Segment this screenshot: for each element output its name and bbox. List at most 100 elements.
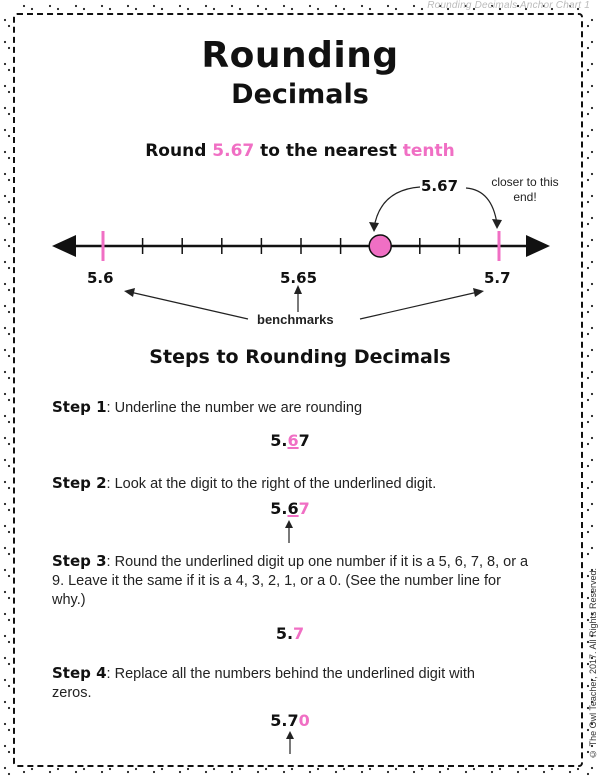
border-dot — [524, 7, 528, 11]
border-dot — [590, 238, 594, 242]
border-dot — [7, 530, 11, 534]
border-dot — [420, 767, 424, 771]
border-dot — [7, 640, 11, 644]
border-dot — [590, 150, 594, 154]
right-arrowhead — [526, 235, 550, 257]
page-title-line1: Rounding — [201, 35, 399, 76]
border-dot — [342, 767, 346, 771]
number-line-ticks — [141, 238, 461, 254]
border-dot — [30, 767, 34, 771]
border-dot — [586, 288, 590, 292]
border-dot — [3, 722, 7, 726]
border-dot — [238, 7, 242, 11]
border-dot — [368, 767, 372, 771]
value-point — [368, 234, 392, 258]
step-2-num-underlined: 6 — [287, 499, 299, 518]
border-dot — [586, 332, 590, 336]
border-dot — [590, 722, 594, 726]
border-dot — [524, 767, 528, 771]
border-dot — [464, 4, 468, 8]
border-dot — [7, 508, 11, 512]
step-4-label: Step 4 — [52, 664, 107, 682]
step-1-num-rest: 7 — [298, 431, 310, 450]
border-dot — [586, 222, 590, 226]
border-dot — [550, 7, 554, 11]
border-dot — [108, 7, 112, 11]
benchmark-label-left: 5.6 — [87, 269, 114, 287]
border-dot — [3, 480, 7, 484]
border-dot — [590, 766, 594, 770]
border-dot — [586, 46, 590, 50]
border-dot — [3, 238, 7, 242]
border-dot — [586, 486, 590, 490]
step-2-num-whole: 5. — [270, 499, 288, 518]
border-dot — [48, 4, 52, 8]
border-dot — [7, 706, 11, 710]
border-dot — [3, 458, 7, 462]
benchmarks-label: benchmarks — [257, 312, 334, 327]
corner-note: Rounding Decimals Anchor Chart 1 — [427, 0, 590, 11]
border-dot — [334, 4, 338, 8]
border-dot — [550, 767, 554, 771]
border-dot — [342, 7, 346, 11]
border-dot — [586, 772, 590, 776]
border-dot — [472, 7, 476, 11]
border-dot — [264, 7, 268, 11]
border-dot — [48, 770, 52, 774]
border-dot — [3, 414, 7, 418]
border-dot — [7, 46, 11, 50]
border-dot — [3, 392, 7, 396]
border-dot — [3, 502, 7, 506]
border-dot — [308, 4, 312, 8]
step-1: Step 1: Underline the number we are roun… — [52, 398, 562, 418]
border-dot — [590, 436, 594, 440]
border-dot — [586, 574, 590, 578]
step-3-number: 5.7 — [0, 624, 580, 643]
border-dot — [590, 744, 594, 748]
border-dot — [498, 767, 502, 771]
midpoint-label: 5.65 — [280, 269, 318, 287]
border-dot — [290, 767, 294, 771]
border-dot — [7, 310, 11, 314]
subtitle-number: 5.67 — [212, 141, 255, 161]
border-dot — [586, 728, 590, 732]
border-dot — [7, 552, 11, 556]
border-dot — [590, 546, 594, 550]
border-dot — [82, 767, 86, 771]
border-dot — [590, 40, 594, 44]
border-dot — [3, 678, 7, 682]
border-dot — [586, 508, 590, 512]
border-dot — [586, 552, 590, 556]
border-dot — [386, 4, 390, 8]
border-dot — [256, 4, 260, 8]
border-dot — [586, 244, 590, 248]
border-dot — [7, 288, 11, 292]
border-dot — [3, 172, 7, 176]
border-dot — [516, 4, 520, 8]
border-dot — [586, 90, 590, 94]
border-dot — [7, 156, 11, 160]
border-dot — [282, 770, 286, 774]
border-dot — [586, 640, 590, 644]
border-dot — [586, 662, 590, 666]
border-dot — [56, 767, 60, 771]
border-dot — [3, 326, 7, 330]
step-4-text: : Replace all the numbers behind the und… — [52, 666, 475, 701]
border-dot — [7, 728, 11, 732]
step-3-num-whole: 5. — [275, 624, 294, 643]
value-arrowhead — [369, 222, 379, 232]
left-arrowhead — [52, 235, 76, 257]
border-dot — [590, 480, 594, 484]
border-dot — [412, 4, 416, 8]
border-dot — [586, 112, 590, 116]
border-dot — [586, 596, 590, 600]
border-dot — [7, 750, 11, 754]
border-dot — [542, 770, 546, 774]
steps-title: Steps to Rounding Decimals — [149, 346, 451, 368]
border-dot — [100, 4, 104, 8]
border-dot — [7, 574, 11, 578]
border-dot — [590, 700, 594, 704]
border-dot — [7, 464, 11, 468]
border-dot — [586, 24, 590, 28]
border-dot — [3, 766, 7, 770]
